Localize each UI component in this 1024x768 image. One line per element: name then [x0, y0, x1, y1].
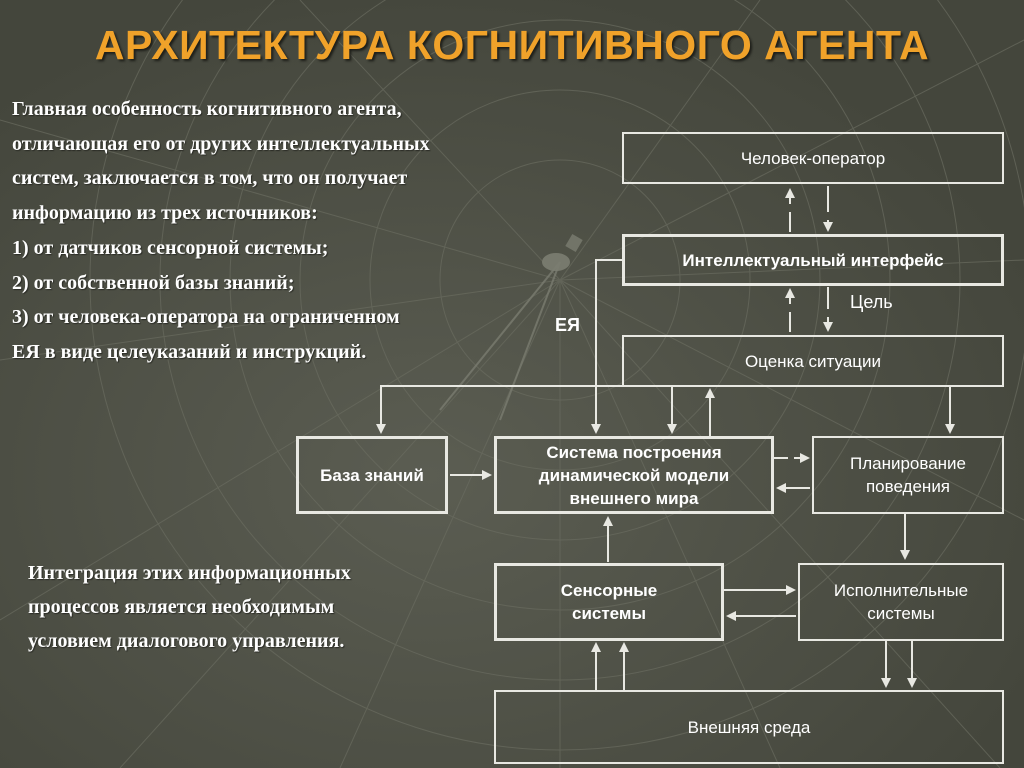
box-label: База знаний — [320, 465, 424, 485]
box-human-operator: Человек-оператор — [622, 132, 1004, 184]
box-label: поведения — [865, 477, 951, 496]
box-executive-systems: Исполнительные системы — [798, 563, 1004, 641]
box-label: Человек-оператор — [740, 148, 886, 168]
conclusion-line: условием диалогового управления. — [28, 630, 345, 652]
box-label: Оценка ситуации — [744, 351, 882, 371]
box-external-environment: Внешняя среда — [494, 690, 1004, 764]
box-label: динамической модели — [538, 465, 730, 485]
box-label: системы — [867, 604, 935, 623]
label-goal: Цель — [850, 292, 893, 312]
box-label: внешнего мира — [569, 488, 699, 508]
box-label: Интеллектуальный интерфейс — [682, 250, 944, 270]
conclusion-text: Интеграция этих информационных процессов… — [28, 556, 488, 658]
intro-line: 2) от собственной базы знаний; — [12, 271, 295, 294]
intro-line: ЕЯ в виде целеуказаний и инструкций. — [12, 340, 367, 363]
box-sensor-systems: Сенсорные системы — [494, 563, 724, 641]
box-situation-assessment: Оценка ситуации — [622, 335, 1004, 387]
intro-line: 3) от человека-оператора на ограниченном — [12, 306, 400, 329]
box-label: системы — [571, 604, 646, 623]
box-intelligent-interface: Интеллектуальный интерфейс — [622, 234, 1004, 286]
intro-text: Главная особенность когнитивного агента,… — [12, 92, 572, 370]
slide-title: АРХИТЕКТУРА КОГНИТИВНОГО АГЕНТА — [94, 22, 930, 68]
box-label: Система построения — [546, 442, 722, 462]
intro-line: систем, заключается в том, что он получа… — [12, 167, 408, 190]
intro-line: информацию из трех источников: — [12, 202, 318, 225]
box-knowledge-base: База знаний — [296, 436, 448, 514]
box-world-model: Система построения динамической модели в… — [494, 436, 774, 514]
box-label: Исполнительные — [833, 581, 969, 600]
intro-line: Главная особенность когнитивного агента, — [12, 98, 402, 120]
label-ey: ЕЯ — [555, 315, 580, 335]
box-label: Сенсорные — [560, 581, 658, 600]
conclusion-line: Интеграция этих информационных — [28, 562, 351, 584]
box-label: Планирование — [849, 454, 967, 473]
conclusion-line: процессов является необходимым — [28, 596, 335, 618]
intro-line: 1) от датчиков сенсорной системы; — [12, 236, 329, 259]
box-behavior-planning: Планирование поведения — [812, 436, 1004, 514]
intro-line: отличающая его от других интеллектуальны… — [12, 132, 430, 155]
box-label: Внешняя среда — [687, 717, 811, 737]
